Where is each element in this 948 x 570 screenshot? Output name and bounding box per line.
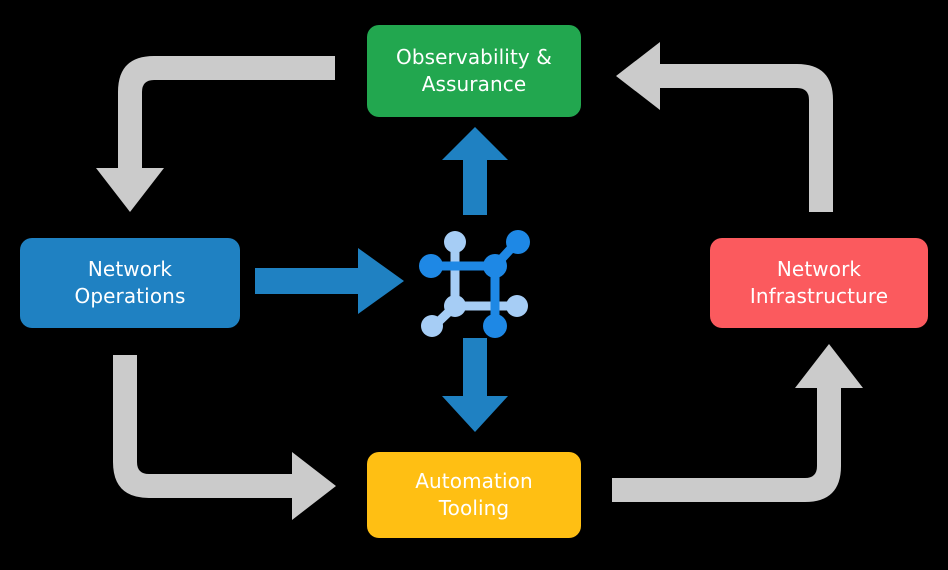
arrow-center-to-automation: [442, 338, 508, 432]
arrow-observability-to-operations: [96, 56, 335, 212]
arrow-center-to-observability: [442, 127, 508, 215]
arrow-operations-to-automation: [113, 355, 336, 520]
arrow-automation-to-infrastructure: [612, 344, 863, 502]
arrow-operations-to-center: [255, 248, 404, 314]
topology-secondary-nodes: [421, 231, 528, 337]
topology-primary-nodes: [419, 230, 530, 338]
node-network-infrastructure[interactable]: Network Infrastructure: [710, 238, 928, 328]
arrow-infrastructure-to-observability: [616, 42, 833, 212]
node-observability-assurance[interactable]: Observability & Assurance: [367, 25, 581, 117]
node-automation-tooling[interactable]: Automation Tooling: [367, 452, 581, 538]
network-topology-icon: [419, 230, 530, 338]
node-network-operations[interactable]: Network Operations: [20, 238, 240, 328]
